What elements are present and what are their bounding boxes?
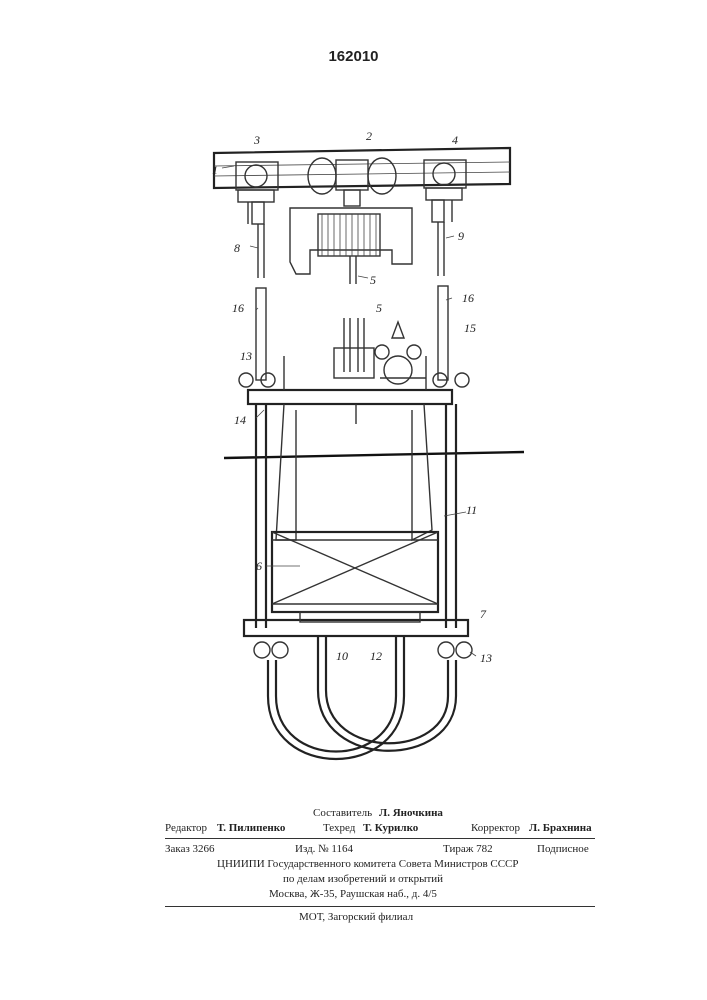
label-15: 15 bbox=[464, 321, 476, 335]
label-3: 3 bbox=[253, 133, 260, 147]
trolley-left bbox=[236, 162, 278, 224]
lower-platform bbox=[244, 612, 472, 658]
drive-unit bbox=[308, 158, 396, 206]
cable-loops bbox=[268, 636, 456, 759]
label-2: 2 bbox=[366, 129, 372, 143]
imprint-block: Составитель Л. Яночкина Редактор Т. Пили… bbox=[165, 806, 595, 836]
label-6: 6 bbox=[256, 559, 262, 573]
label-5-upper: 5 bbox=[370, 273, 376, 287]
trolley-right bbox=[424, 160, 466, 222]
label-13-bottom: 13 bbox=[480, 651, 492, 665]
corrector-label: Корректор bbox=[471, 821, 520, 836]
compiler-label: Составитель bbox=[313, 806, 372, 821]
gripper-unit bbox=[334, 318, 426, 384]
edition-number: Изд. № 1164 bbox=[295, 842, 353, 857]
editor-label: Редактор bbox=[165, 821, 207, 836]
print-run: Тираж 782 bbox=[443, 842, 493, 857]
techred-name: Т. Курилко bbox=[363, 821, 418, 836]
institute-address: Москва, Ж-35, Раушская наб., д. 4/5 bbox=[269, 887, 437, 902]
divider-bottom bbox=[165, 906, 595, 907]
label-12: 12 bbox=[370, 649, 382, 663]
corrector-name: Л. Брахнина bbox=[529, 821, 592, 836]
guide-rails bbox=[256, 404, 456, 628]
order-number: Заказ 3266 bbox=[165, 842, 215, 857]
institute-line-2: по делам изобретений и открытий bbox=[283, 872, 443, 887]
label-5-lower: 5 bbox=[376, 301, 382, 315]
institute-line-1: ЦНИИПИ Государственного комитета Совета … bbox=[217, 857, 519, 872]
techred-label: Техред bbox=[323, 821, 355, 836]
label-10: 10 bbox=[336, 649, 348, 663]
cage bbox=[272, 532, 438, 612]
label-16-left: 16 bbox=[232, 301, 244, 315]
divider-top bbox=[165, 838, 595, 839]
technical-drawing: 3 2 4 1 8 9 5 5 16 16 15 13 14 11 6 7 10… bbox=[0, 0, 707, 800]
editor-name: Т. Пилипенко bbox=[217, 821, 285, 836]
label-16-right: 16 bbox=[462, 291, 474, 305]
compiler-name: Л. Яночкина bbox=[379, 806, 443, 821]
label-13-top: 13 bbox=[240, 349, 252, 363]
label-14: 14 bbox=[234, 413, 246, 427]
label-9: 9 bbox=[458, 229, 464, 243]
label-11: 11 bbox=[466, 503, 477, 517]
upper-platform bbox=[239, 356, 469, 424]
subscription-note: Подписное bbox=[537, 842, 589, 857]
label-1: 1 bbox=[212, 163, 218, 177]
printer-name: МОТ, Загорский филиал bbox=[299, 910, 413, 925]
label-4: 4 bbox=[452, 133, 458, 147]
label-7: 7 bbox=[480, 607, 487, 621]
publication-details: Заказ 3266 Изд. № 1164 Тираж 782 Подписн… bbox=[165, 842, 595, 902]
label-8: 8 bbox=[234, 241, 240, 255]
printer-block: МОТ, Загорский филиал bbox=[165, 910, 595, 925]
winch-housing bbox=[290, 208, 412, 284]
